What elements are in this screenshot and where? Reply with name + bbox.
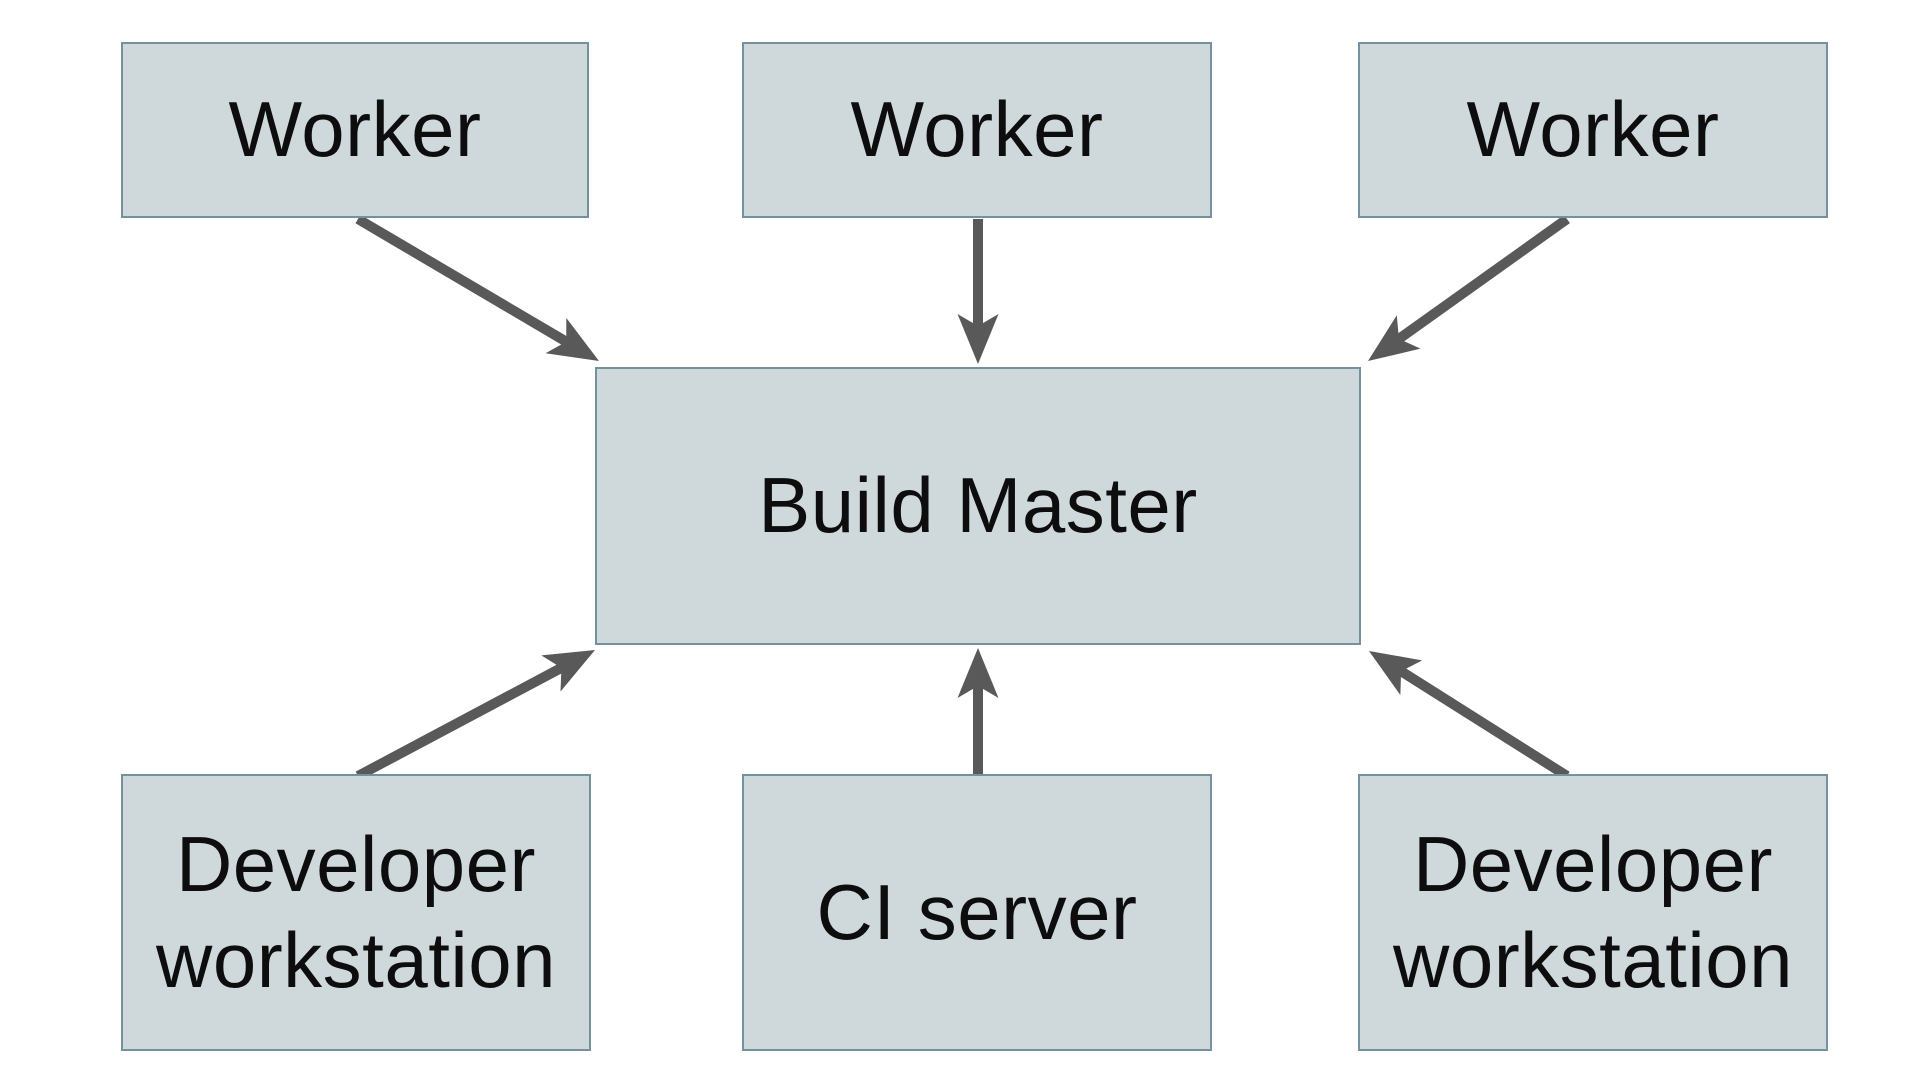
node-build-master: Build Master (595, 367, 1361, 645)
arrow-developer-workstation-1-to-build-master (355, 650, 595, 781)
node-label: Developer workstation (156, 820, 556, 1004)
arrow-worker-1-to-build-master (355, 214, 600, 362)
node-label: CI server (816, 867, 1138, 956)
node-worker-1: Worker (121, 42, 589, 218)
node-label: Worker (1466, 85, 1720, 174)
node-worker-2: Worker (742, 42, 1212, 218)
node-label: Developer workstation (1393, 820, 1793, 1004)
node-label: Worker (228, 85, 482, 174)
node-label: Worker (850, 85, 1104, 174)
node-developer-workstation-1: Developer workstation (121, 774, 591, 1051)
node-ci-server: CI server (742, 774, 1212, 1051)
node-worker-3: Worker (1358, 42, 1828, 218)
node-developer-workstation-2: Developer workstation (1358, 774, 1828, 1051)
arrow-developer-workstation-2-to-build-master (1369, 651, 1570, 781)
node-label: Build Master (758, 461, 1198, 550)
arrow-worker-3-to-build-master (1368, 214, 1570, 361)
